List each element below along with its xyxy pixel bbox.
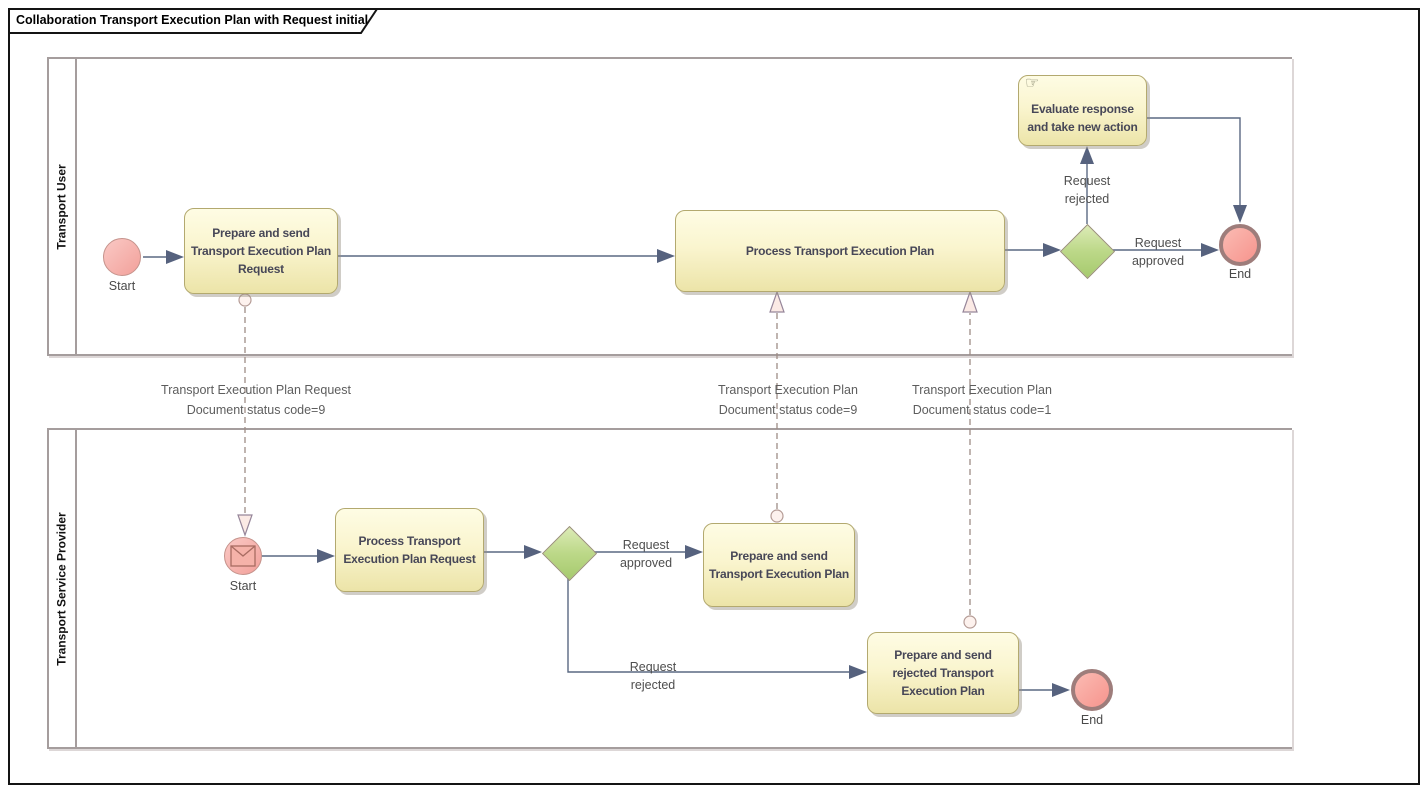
end-event-label: End: [1228, 267, 1252, 281]
edge-label-request-rejected: Request rejected: [629, 660, 677, 692]
diagram-frame: [8, 8, 1420, 785]
start-event-label: Start: [229, 579, 257, 593]
start-event-label: Start: [108, 279, 136, 293]
end-event-transport-user[interactable]: [1219, 224, 1261, 266]
pool-label-transport-user: Transport User: [55, 163, 70, 250]
manual-task-icon: ☞: [1025, 75, 1040, 92]
edge-label-request-rejected: Request rejected: [1063, 174, 1111, 206]
message-icon: [230, 545, 256, 567]
task-prepare-send-request[interactable]: Prepare and send Transport Execution Pla…: [184, 208, 338, 294]
pool-name-strip: Transport User: [49, 59, 77, 354]
pool-label-transport-service-provider: Transport Service Provider: [55, 511, 69, 666]
task-process-plan-request[interactable]: Process Transport Execution Plan Request: [335, 508, 484, 592]
message-label-plan-request-doc9: Transport Execution Plan Request Documen…: [161, 383, 351, 417]
task-prepare-send-plan[interactable]: Prepare and send Transport Execution Pla…: [703, 523, 855, 607]
start-event-transport-user[interactable]: [103, 238, 141, 276]
task-process-transport-execution-plan[interactable]: Process Transport Execution Plan: [675, 210, 1005, 292]
diagram-title: Collaboration Transport Execution Plan w…: [16, 13, 369, 27]
end-event-transport-service-provider[interactable]: [1071, 669, 1113, 711]
edge-label-request-approved: Request approved: [619, 538, 673, 570]
message-start-event[interactable]: [224, 537, 262, 575]
edge-label-request-approved: Request approved: [1131, 236, 1185, 268]
task-evaluate-label: Evaluate response and take new action: [1027, 101, 1138, 134]
end-event-label: End: [1080, 713, 1104, 727]
message-label-plan-doc9: Transport Execution Plan Document status…: [718, 383, 858, 417]
task-prepare-send-rejected-plan[interactable]: Prepare and send rejected Transport Exec…: [867, 632, 1019, 714]
task-evaluate-response[interactable]: ☞ Evaluate response and take new action: [1018, 75, 1147, 146]
message-label-plan-doc1: Transport Execution Plan Document status…: [912, 383, 1052, 417]
pool-name-strip: Transport Service Provider: [49, 430, 77, 747]
